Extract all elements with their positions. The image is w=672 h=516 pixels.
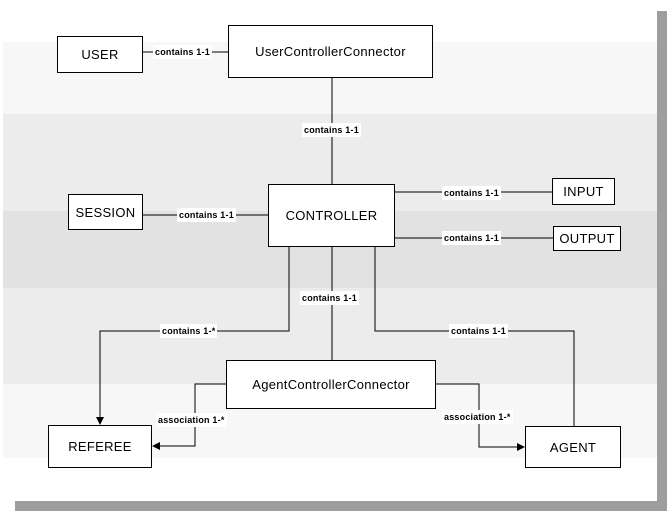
edge-label[interactable]: association 1-* [156,413,227,427]
edge-label[interactable]: contains 1-1 [153,45,212,59]
arrowhead-right-icon [517,443,525,451]
edge-label[interactable]: contains 1-* [160,324,218,338]
node-user[interactable]: USER [57,36,143,73]
edge-label[interactable]: contains 1-1 [300,291,359,305]
drop-shadow-bottom [15,501,667,511]
edge-label[interactable]: contains 1-1 [442,231,501,245]
edge-label[interactable]: contains 1-1 [449,324,508,338]
node-output[interactable]: OUTPUT [553,226,621,251]
node-session[interactable]: SESSION [68,194,143,230]
node-input[interactable]: INPUT [552,178,615,205]
node-referee[interactable]: REFEREE [48,425,152,468]
edge-label[interactable]: contains 1-1 [302,123,361,137]
node-controller[interactable]: CONTROLLER [268,184,395,247]
drop-shadow-right [657,11,667,511]
arrowhead-down-icon [96,417,104,425]
node-user-controller-connector[interactable]: UserControllerConnector [228,25,433,78]
edge-label[interactable]: contains 1-1 [442,186,501,200]
edge-label[interactable]: contains 1-1 [177,208,236,222]
edge-label[interactable]: association 1-* [442,410,513,424]
node-agent-controller-connector[interactable]: AgentControllerConnector [226,360,436,409]
arrowhead-left-icon [152,442,160,450]
node-agent[interactable]: AGENT [525,426,621,468]
